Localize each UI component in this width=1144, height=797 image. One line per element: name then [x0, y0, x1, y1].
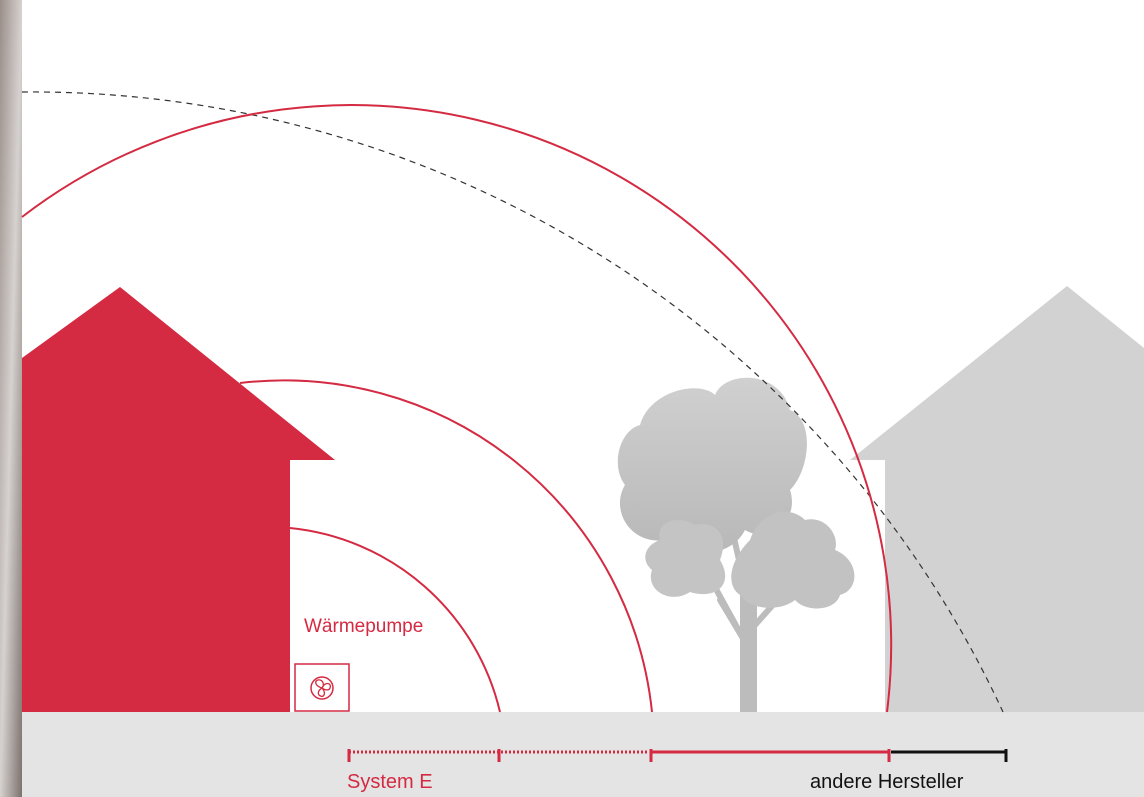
noise-arc-large [21, 104, 893, 713]
own-house [22, 287, 335, 712]
legend-other-manufacturers-label: andere Hersteller [810, 771, 964, 793]
heatpump-label: Wärmepumpe [304, 616, 424, 637]
legend-scale-system-e [347, 749, 891, 762]
legend-scale-other-manufacturers [891, 749, 1008, 762]
tree [617, 377, 855, 712]
fan-icon [310, 676, 334, 700]
legend-system-e-label: System E [347, 771, 433, 793]
neighbor-house [850, 286, 1144, 712]
noise-arc-medium [239, 379, 653, 713]
noise-arc-small [289, 527, 501, 713]
background-photo-strip [0, 0, 22, 797]
ground-band [22, 712, 1144, 797]
heatpump-unit [294, 663, 350, 712]
